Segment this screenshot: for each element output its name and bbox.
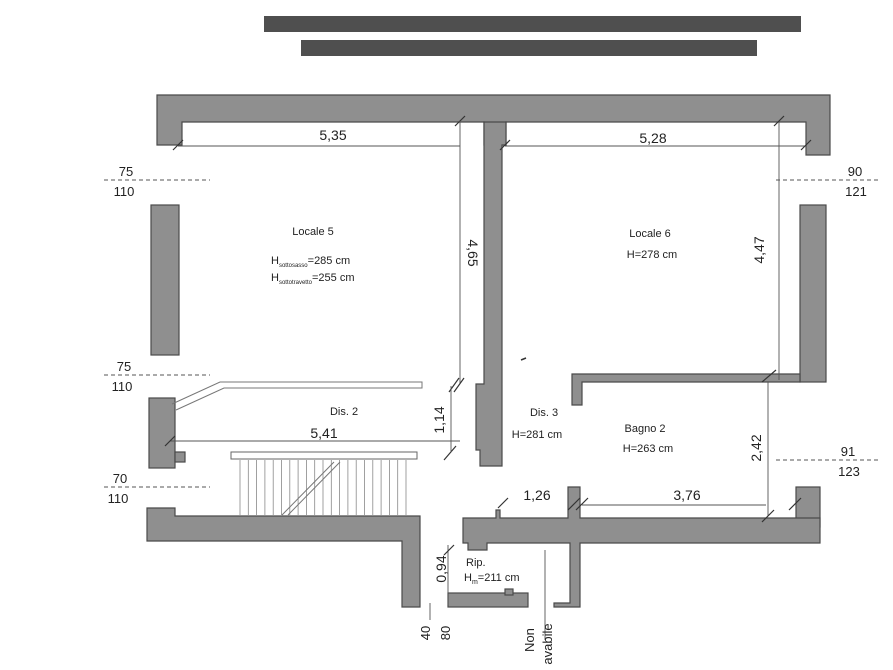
header-bar-top	[264, 16, 801, 32]
wall-rip-bottom	[447, 592, 529, 608]
wall-left-1	[150, 204, 180, 356]
dim-corridor-depth: 1,14	[431, 406, 447, 433]
window-left-top-height: 110	[114, 184, 135, 199]
dim-bath-width: 3,76	[673, 487, 700, 503]
header-bar-bottom	[301, 40, 757, 56]
dim-right-room-depth: 4,47	[751, 236, 767, 263]
window-right-top-width: 90	[848, 164, 862, 179]
room-dis3-name: Dis. 3	[530, 407, 558, 419]
room-locale5-height1: Hsottosasso=285 cm	[271, 255, 350, 269]
dim-top-left-width: 5,35	[319, 127, 346, 143]
dimension-lines	[104, 115, 880, 640]
wall-left-2-stub	[174, 451, 186, 463]
room-bagno2-height: H=263 cm	[623, 443, 673, 455]
wall-bath-top	[571, 373, 801, 406]
wall-bottom-right	[462, 486, 821, 608]
note-avabile: avabile	[540, 623, 555, 664]
dim-corridor-width: 5,41	[310, 425, 337, 441]
dim-small-width: 1,26	[523, 487, 550, 503]
room-dis2-name: Dis. 2	[330, 406, 358, 418]
wall-rip-stub	[504, 588, 514, 596]
window-left-mid-height: 110	[112, 379, 133, 394]
stairs	[230, 451, 418, 516]
window-left-mid-width: 75	[117, 359, 131, 374]
room-rip-height: Hm=211 cm	[464, 572, 519, 586]
room-locale6-name: Locale 6	[629, 228, 671, 240]
window-left-bottom-height: 110	[108, 491, 129, 506]
dim-rip-depth: 0,94	[433, 555, 449, 582]
wall-right-1	[799, 204, 827, 383]
room-dis3-height: H=281 cm	[512, 429, 562, 441]
wall-bottom-left	[146, 507, 421, 608]
dim-top-right-width: 5,28	[639, 130, 666, 146]
window-left-top-width: 75	[119, 164, 133, 179]
stray-mark	[520, 357, 527, 361]
window-left-bottom-width: 70	[113, 471, 127, 486]
window-right-bottom-width: 91	[841, 444, 855, 459]
door-width-b: 80	[438, 626, 453, 640]
room-rip-name: Rip.	[466, 557, 486, 569]
door-width-a: 40	[418, 626, 433, 640]
note-non: Non	[522, 628, 537, 652]
walls	[146, 94, 831, 608]
room-bagno2-name: Bagno 2	[625, 423, 666, 435]
room-locale5-height2: Hsottotravetto=255 cm	[271, 272, 354, 286]
wall-left-2	[148, 397, 176, 469]
dim-left-room-depth: 4,65	[465, 239, 481, 266]
window-right-bottom-height: 123	[838, 464, 860, 479]
corridor-partition	[171, 381, 423, 411]
window-right-top-height: 121	[845, 184, 867, 199]
room-locale6-height: H=278 cm	[627, 249, 677, 261]
wall-center	[475, 121, 507, 467]
dim-bath-depth: 2,42	[748, 434, 764, 461]
room-locale5-name: Locale 5	[292, 226, 334, 238]
